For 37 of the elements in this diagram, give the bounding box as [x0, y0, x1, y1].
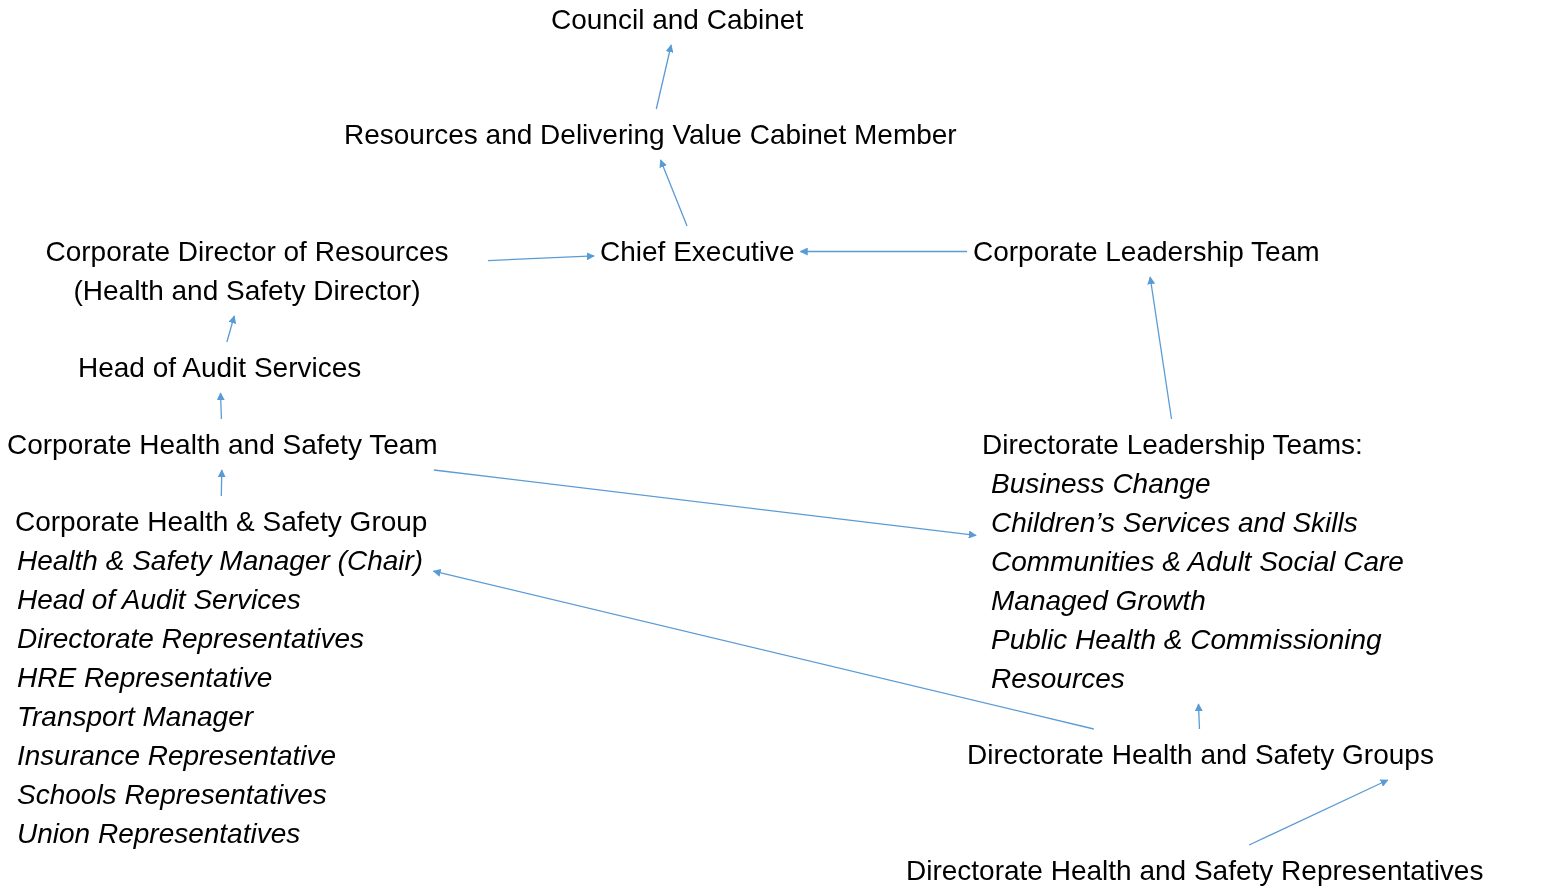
member-item: Health & Safety Manager (Chair): [16, 544, 424, 578]
member-item: Business Change: [990, 467, 1211, 501]
org-unit-label: Corporate Health and Safety Team: [7, 425, 438, 464]
arrow: [1194, 703, 1203, 730]
member-item: Children’s Services and Skills: [990, 506, 1358, 540]
member-item: Managed Growth: [990, 584, 1206, 618]
group-heading: Corporate Health & Safety Group: [14, 505, 428, 539]
arrow: [1147, 276, 1173, 420]
member-item: Communities & Adult Social Care: [990, 545, 1404, 579]
arrow: [655, 44, 674, 110]
member-item: Head of Audit Services: [16, 583, 301, 617]
member-item: Transport Manager: [16, 700, 254, 734]
member-item: Directorate Representatives: [16, 622, 365, 656]
arrow: [226, 315, 237, 343]
arrow: [659, 159, 688, 227]
arrow: [217, 469, 226, 497]
org-unit-label: Directorate Health and Safety Representatives: [906, 851, 1484, 890]
member-item: Resources: [990, 662, 1125, 696]
arrow: [216, 392, 225, 420]
org-unit-label: Head of Audit Services: [78, 348, 362, 387]
member-item: HRE Representative: [16, 661, 273, 695]
org-unit-label: Corporate Director of Resources (Health and Safety Director): [12, 232, 482, 310]
org-unit-label: Chief Executive: [600, 232, 795, 271]
member-item: Public Health & Commissioning: [990, 623, 1382, 657]
arrow: [432, 568, 1095, 730]
arrow: [799, 247, 968, 256]
arrow: [433, 469, 977, 539]
arrow: [1248, 779, 1389, 846]
member-item: Schools Representatives: [16, 778, 327, 812]
org-unit-label: Council and Cabinet: [551, 0, 804, 39]
org-unit-label: Resources and Delivering Value Cabinet Member: [344, 115, 957, 154]
org-unit-label: Corporate Leadership Team: [973, 232, 1320, 271]
arrow: [487, 252, 595, 262]
member-item: Union Representatives: [16, 817, 301, 851]
group-heading: Directorate Leadership Teams:: [982, 428, 1363, 462]
member-item: Insurance Representative: [16, 739, 337, 773]
org-unit-label: Directorate Health and Safety Groups: [967, 735, 1434, 774]
